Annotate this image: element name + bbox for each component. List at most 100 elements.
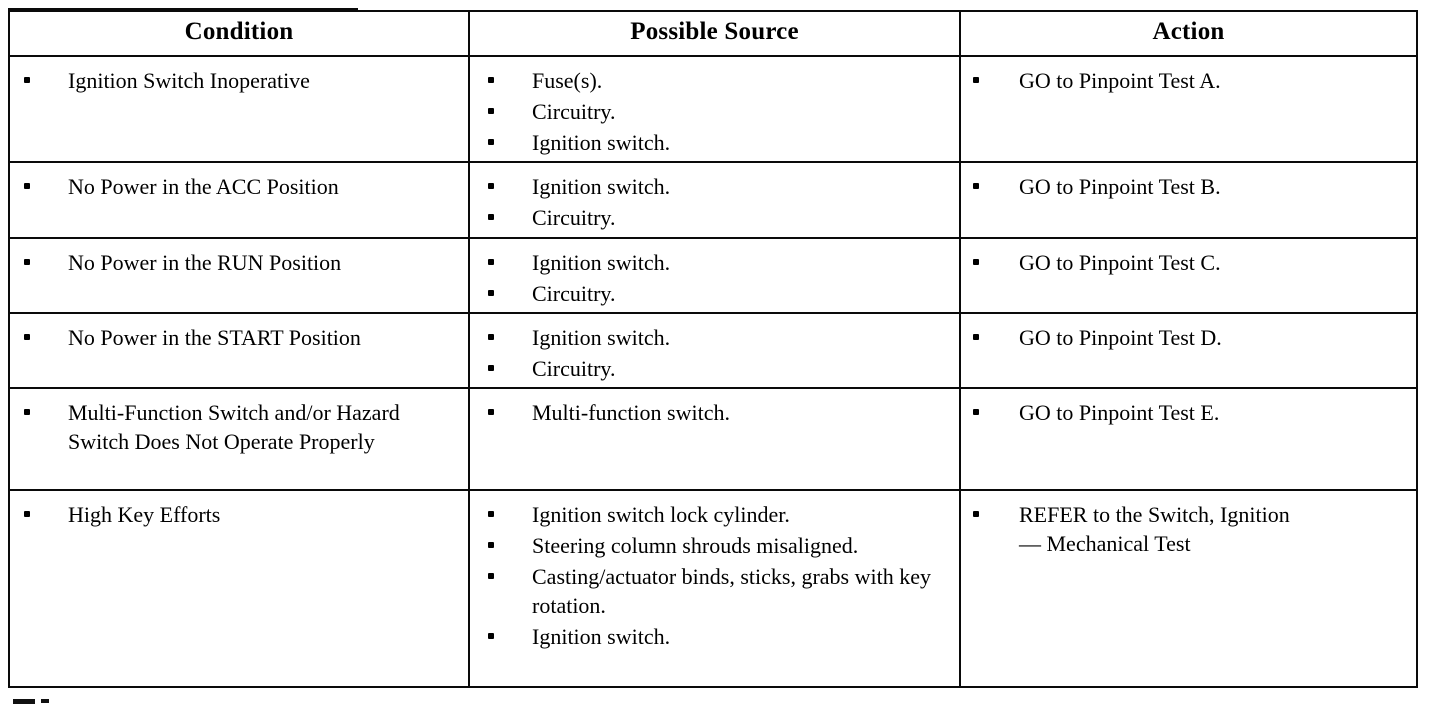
bullet-icon	[488, 290, 494, 296]
column-header-condition: Condition	[8, 10, 470, 57]
condition-list: No Power in the ACC Position	[10, 163, 468, 205]
cell-possible-source: Multi-function switch.	[468, 387, 961, 491]
list-item: Ignition switch.	[470, 622, 949, 651]
cell-possible-source: Fuse(s). Circuitry. Ignition switch.	[468, 55, 961, 163]
cell-action: GO to Pinpoint Test A.	[959, 55, 1418, 163]
bullet-icon	[488, 108, 494, 114]
cell-action: GO to Pinpoint Test C.	[959, 237, 1418, 314]
cell-possible-source: Ignition switch. Circuitry.	[468, 312, 961, 389]
cell-condition: Ignition Switch Inoperative	[8, 55, 470, 163]
scan-artifact-stray-mark	[13, 699, 35, 704]
list-item: High Key Efforts	[10, 500, 458, 529]
cell-condition: No Power in the ACC Position	[8, 161, 470, 239]
cell-action: GO to Pinpoint Test B.	[959, 161, 1418, 239]
table-row: High Key Efforts Ignition switch lock cy…	[8, 489, 1418, 688]
list-item: Casting/actuator binds, sticks, grabs wi…	[470, 562, 949, 620]
action-list: GO to Pinpoint Test A.	[961, 57, 1416, 99]
action-list: GO to Pinpoint Test D.	[961, 314, 1416, 356]
list-item: GO to Pinpoint Test B.	[961, 172, 1406, 201]
condition-list: No Power in the RUN Position	[10, 239, 468, 281]
bullet-icon	[488, 633, 494, 639]
bullet-icon	[488, 139, 494, 145]
list-item: No Power in the START Position	[10, 323, 458, 352]
action-list: REFER to the Switch, Ignition — Mechanic…	[961, 491, 1416, 562]
cell-possible-source: Ignition switch. Circuitry.	[468, 237, 961, 314]
cell-possible-source: Ignition switch lock cylinder. Steering …	[468, 489, 961, 688]
bullet-icon	[488, 214, 494, 220]
scan-artifact-top-border-step	[8, 8, 358, 10]
cell-condition: High Key Efforts	[8, 489, 470, 688]
list-item: Circuitry.	[470, 354, 949, 383]
bullet-icon	[488, 183, 494, 189]
column-header-action: Action	[959, 10, 1418, 57]
bullet-icon	[24, 334, 30, 340]
bullet-icon	[24, 183, 30, 189]
cell-action: GO to Pinpoint Test E.	[959, 387, 1418, 491]
bullet-icon	[488, 409, 494, 415]
list-item: GO to Pinpoint Test E.	[961, 398, 1406, 427]
action-line-2: — Mechanical Test	[1019, 531, 1191, 556]
column-header-possible-source: Possible Source	[468, 10, 961, 57]
cell-action: REFER to the Switch, Ignition — Mechanic…	[959, 489, 1418, 688]
action-line-1: REFER to the Switch, Ignition	[1019, 502, 1290, 527]
table-header: Condition Possible Source Action	[8, 10, 1418, 57]
table-row: No Power in the RUN Position Ignition sw…	[8, 237, 1418, 314]
possible-source-list: Ignition switch. Circuitry.	[470, 163, 959, 236]
list-item: Ignition switch.	[470, 248, 949, 277]
cell-condition: Multi-Function Switch and/or Hazard Swit…	[8, 387, 470, 491]
list-item: No Power in the RUN Position	[10, 248, 458, 277]
list-item: GO to Pinpoint Test A.	[961, 66, 1406, 95]
table-row: Multi-Function Switch and/or Hazard Swit…	[8, 387, 1418, 491]
cell-possible-source: Ignition switch. Circuitry.	[468, 161, 961, 239]
list-item: GO to Pinpoint Test D.	[961, 323, 1406, 352]
bullet-icon	[973, 334, 979, 340]
bullet-icon	[24, 409, 30, 415]
condition-list: No Power in the START Position	[10, 314, 468, 356]
condition-list: Multi-Function Switch and/or Hazard Swit…	[10, 389, 468, 460]
header-row: Condition Possible Source Action	[8, 10, 1418, 57]
list-item: Ignition switch.	[470, 172, 949, 201]
scan-artifact-stray-mark-2	[41, 699, 49, 703]
list-item: Circuitry.	[470, 203, 949, 232]
bullet-icon	[973, 77, 979, 83]
diagnostic-symptom-table: Condition Possible Source Action Ignitio…	[8, 10, 1418, 688]
cell-condition: No Power in the START Position	[8, 312, 470, 389]
possible-source-list: Ignition switch lock cylinder. Steering …	[470, 491, 959, 655]
action-text-block: REFER to the Switch, Ignition — Mechanic…	[1019, 500, 1406, 558]
possible-source-list: Fuse(s). Circuitry. Ignition switch.	[470, 57, 959, 161]
bullet-icon	[488, 511, 494, 517]
cell-action: GO to Pinpoint Test D.	[959, 312, 1418, 389]
list-item: GO to Pinpoint Test C.	[961, 248, 1406, 277]
possible-source-list: Multi-function switch.	[470, 389, 959, 431]
bullet-icon	[973, 183, 979, 189]
action-list: GO to Pinpoint Test B.	[961, 163, 1416, 205]
bullet-icon	[24, 77, 30, 83]
condition-list: High Key Efforts	[10, 491, 468, 533]
list-item: Ignition switch.	[470, 128, 949, 157]
list-item: Multi-function switch.	[470, 398, 949, 427]
table-body: Ignition Switch Inoperative Fuse(s). Cir…	[8, 55, 1418, 688]
action-list: GO to Pinpoint Test C.	[961, 239, 1416, 281]
bullet-icon	[973, 511, 979, 517]
list-item: Ignition Switch Inoperative	[10, 66, 458, 95]
table-row: No Power in the ACC Position Ignition sw…	[8, 161, 1418, 239]
bullet-icon	[24, 511, 30, 517]
list-item: Circuitry.	[470, 97, 949, 126]
list-item: Fuse(s).	[470, 66, 949, 95]
condition-list: Ignition Switch Inoperative	[10, 57, 468, 99]
action-list: GO to Pinpoint Test E.	[961, 389, 1416, 431]
bullet-icon	[488, 542, 494, 548]
cell-condition: No Power in the RUN Position	[8, 237, 470, 314]
bullet-icon	[488, 573, 494, 579]
bullet-icon	[488, 77, 494, 83]
list-item: Multi-Function Switch and/or Hazard Swit…	[10, 398, 458, 456]
list-item: Circuitry.	[470, 279, 949, 308]
bullet-icon	[973, 259, 979, 265]
bullet-icon	[488, 365, 494, 371]
possible-source-list: Ignition switch. Circuitry.	[470, 314, 959, 387]
list-item: Steering column shrouds misaligned.	[470, 531, 949, 560]
list-item: No Power in the ACC Position	[10, 172, 458, 201]
table-row: Ignition Switch Inoperative Fuse(s). Cir…	[8, 55, 1418, 163]
list-item: Ignition switch lock cylinder.	[470, 500, 949, 529]
